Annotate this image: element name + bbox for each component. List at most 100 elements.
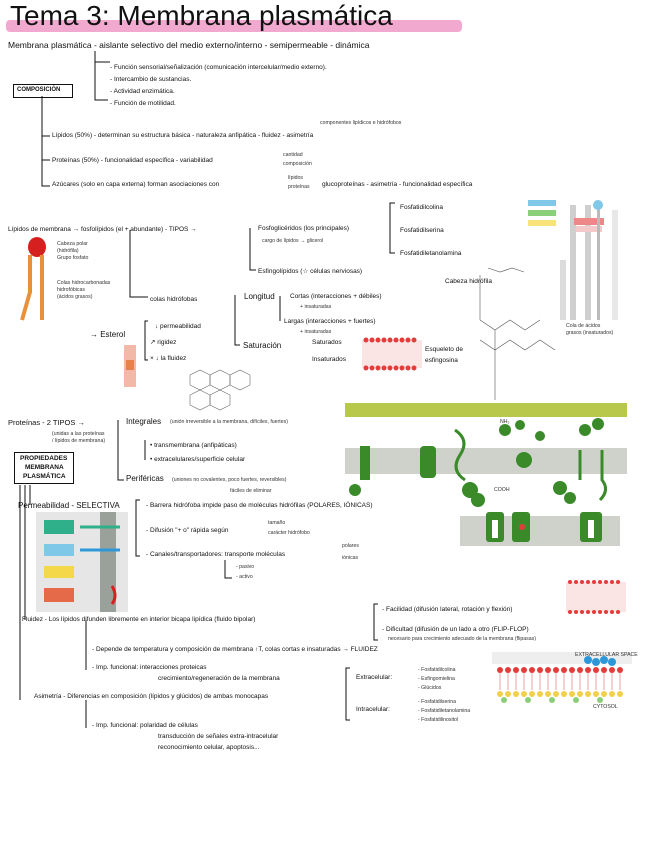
azucares-tail: glucoproteínas - asimetría - funcionalid… bbox=[322, 181, 473, 188]
function-2: - Intercambio de sustancias. bbox=[110, 76, 192, 83]
esterol-effect-3: × ↓ la fluidez bbox=[150, 355, 187, 362]
perifericas-sub: fáciles de eliminar bbox=[230, 488, 272, 494]
proteinas-tipos: Proteínas - 2 TIPOS → bbox=[8, 418, 85, 427]
proteinas-var-2: composición bbox=[283, 161, 312, 167]
asim-imp-1: - Imp. funcional: polaridad de células bbox=[92, 722, 198, 729]
asim-intra-2: - Fosfatidiletanolamina bbox=[418, 708, 471, 714]
saturacion: Saturación bbox=[243, 341, 282, 350]
cortas: Cortas (interacciones + débiles) bbox=[290, 293, 382, 300]
fluidez: Fluidez - Los lípidos difunden librement… bbox=[22, 616, 256, 623]
integrales-note: (unión irreversible a la membrana, difíc… bbox=[170, 419, 288, 425]
asim-intra-1: - Fosfatidilserina bbox=[418, 699, 457, 705]
colas-3: (ácidos grasos) bbox=[57, 294, 93, 300]
tipos-note: cargo de lípidos → glicerol bbox=[262, 238, 324, 244]
colas-1: Colas hidrocarbonadas bbox=[57, 280, 111, 286]
asimetria: Asimetría - Diferencias en composición (… bbox=[34, 693, 269, 700]
permeability-figure bbox=[36, 512, 128, 612]
function-4: - Función de motilidad. bbox=[110, 100, 176, 107]
cabeza-polar-2: (hidrófila) bbox=[57, 248, 79, 254]
phospholipid-structure-figure bbox=[528, 200, 618, 320]
perifericas-note: (uniones no covalentes, poco fuertes, re… bbox=[172, 477, 287, 483]
perm-item-2: - Difusión "+ o" rápida según bbox=[146, 527, 229, 534]
esterol-effect-2: ↗ rigidez bbox=[150, 339, 177, 346]
asim-extra-2: - Esfingomielina bbox=[418, 676, 455, 682]
fosfo-2: Fosfatidilserina bbox=[400, 227, 444, 234]
esterol: → Esterol bbox=[90, 330, 126, 339]
fluidez-item-3: necesario para crecimiento adecuado de l… bbox=[388, 636, 536, 642]
fosfo-1: Fosfatidilcolina bbox=[400, 204, 443, 211]
integrales-sub-2: • extracelulares/superficie celular bbox=[150, 456, 246, 463]
proteinas-small-1: (unidas a las proteínas bbox=[52, 431, 105, 437]
cooh-label: COOH bbox=[494, 487, 510, 493]
fluidez-temp: - Depende de temperatura y composición d… bbox=[92, 646, 378, 653]
sterol-rings-icon bbox=[189, 369, 251, 411]
integrales-sub-1: • transmembrana (anfipáticas) bbox=[150, 442, 237, 449]
azucares-assoc-1: lípidos bbox=[288, 175, 303, 181]
insaturados: Insaturados bbox=[312, 356, 346, 363]
saturados: Saturados bbox=[312, 339, 342, 346]
flip-flop-figure bbox=[566, 580, 626, 614]
comp-proteinas: Proteínas (50%) - funcionalidad específi… bbox=[52, 157, 213, 164]
extracellular-label: EXTRACELLULAR SPACE bbox=[575, 652, 638, 658]
membrane-protein-figure bbox=[345, 403, 627, 546]
cabeza-hidrofila: Cabeza hidrófila bbox=[445, 278, 492, 285]
fluidez-item-2: - Dificultad (difusión de un lado a otro… bbox=[382, 626, 529, 633]
acidos-grasos-2: grasos (insaturados) bbox=[566, 330, 614, 336]
composicion-label: COMPOSICIÓN bbox=[17, 87, 61, 93]
cholesterol-icon bbox=[124, 345, 136, 387]
acidos-grasos-1: Cola de ácidos bbox=[566, 323, 601, 329]
comp-azucares: Azúcares (solo en capa externa) forman a… bbox=[52, 181, 220, 188]
title-highlight bbox=[6, 20, 462, 32]
perm-canal-1: polares bbox=[342, 543, 360, 549]
colas-2: hidrofóbicas bbox=[57, 287, 85, 293]
longitud: Longitud bbox=[244, 292, 275, 301]
perm-transp-2: - activo bbox=[236, 574, 253, 580]
sphingosine-structure bbox=[479, 267, 556, 400]
cabeza-polar-3: Grupo fosfato bbox=[57, 255, 89, 261]
permeabilidad: Permeabilidad - SELECTIVA bbox=[18, 501, 120, 510]
asim-imp-2: transducción de señales extra-intracelul… bbox=[158, 733, 279, 740]
perm-transp-1: - pasivo bbox=[236, 564, 255, 570]
asim-imp-3: reconocimiento celular, apoptosis... bbox=[158, 744, 260, 751]
comp-lipidos: Lípidos (50%) - determinan su estructura… bbox=[52, 132, 314, 139]
fluidez-imp-2: crecimiento/regeneración de la membrana bbox=[158, 675, 280, 682]
tipo-fosfogliceridos: Fosfoglicéridos (los principales) bbox=[258, 225, 350, 232]
propiedades-box bbox=[14, 452, 74, 484]
proteinas-small-2: / lípidos de membrana) bbox=[52, 438, 106, 444]
perm-canal-2: iónicas bbox=[342, 555, 359, 561]
perifericas: Periféricas bbox=[126, 474, 164, 483]
perm-dif-2: carácter hidrófobo bbox=[268, 530, 310, 536]
cytosol-label: CYTOSOL bbox=[593, 704, 618, 710]
perm-item-1: - Barrera hidrófoba impide paso de moléc… bbox=[146, 502, 373, 509]
largas: Largas (interacciones + fuertes) bbox=[284, 318, 376, 325]
asim-intra-label: Intracelular: bbox=[356, 706, 390, 713]
asim-extra-3: - Glúcidos bbox=[418, 685, 442, 691]
integrales: Integrales bbox=[126, 417, 162, 426]
perm-dif-1: tamaño bbox=[268, 520, 286, 526]
colas-hidrofobas: colas hidrófobas bbox=[150, 296, 198, 303]
perm-item-3: - Canales/transportadores: transporte mo… bbox=[146, 551, 286, 558]
cortas-sub: + insaturadas bbox=[300, 304, 332, 310]
largas-sub: + insaturadas bbox=[300, 329, 332, 335]
fosfo-3: Fosfatidiletanolamina bbox=[400, 250, 462, 257]
asim-extra-1: - Fosfatidilcolina bbox=[418, 667, 456, 673]
lipid-bilayer-icon bbox=[362, 337, 422, 371]
cabeza-polar-1: Cabeza polar bbox=[57, 241, 88, 247]
composicion-box bbox=[13, 84, 73, 98]
function-3: - Actividad enzimática. bbox=[110, 88, 175, 95]
asymmetry-figure bbox=[492, 652, 632, 703]
lipidos-membrana: Lípidos de membrana → fosfolípidos (el +… bbox=[8, 226, 197, 233]
esterol-effect-1: ↓ permeabilidad bbox=[155, 323, 201, 330]
prop-2: MEMBRANA bbox=[25, 464, 64, 471]
fluidez-imp-1: - Imp. funcional: interacciones proteica… bbox=[92, 664, 207, 671]
tipo-esfingolipidos: Esfingolípidos (☆ células nerviosas) bbox=[258, 268, 363, 275]
asim-intra-3: - Fosfatidilinositol bbox=[418, 717, 459, 723]
function-1: - Función sensorial/señalización (comuni… bbox=[110, 64, 327, 71]
asim-extra-label: Extracelular: bbox=[356, 674, 393, 681]
prop-1: PROPIEDADES bbox=[20, 455, 68, 462]
proteinas-var-1: cantidad bbox=[283, 152, 303, 158]
fluidez-item-1: - Facilidad (difusión lateral, rotación … bbox=[382, 606, 513, 613]
prop-3: PLASMÁTICA bbox=[23, 473, 66, 480]
lipidos-note: componentes lipídicos e hidrófobos bbox=[320, 120, 402, 126]
